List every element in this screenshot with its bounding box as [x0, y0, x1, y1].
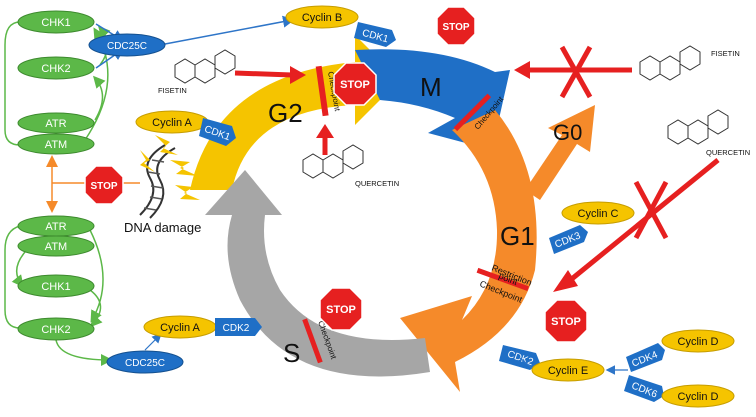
atr-bot-label: ATR: [45, 221, 66, 233]
cdk2-s-label: CDK2: [223, 323, 250, 334]
green-link-chk1-chk2-bot: [89, 289, 103, 328]
cyclin-d1-node: [661, 329, 735, 353]
restriction-checkpoint-bar: [476, 267, 530, 292]
phase-g0-label: G0: [553, 120, 582, 145]
atm-top-label: ATM: [45, 139, 67, 151]
lightning-bolt-icons: [140, 135, 200, 200]
stop-s-label: STOP: [326, 304, 356, 316]
stop-g2-label: STOP: [340, 79, 370, 91]
stop-g1-label: STOP: [551, 316, 581, 328]
cdc25c-bot-label: CDC25C: [125, 358, 165, 369]
quercetin-center-label: QUERCETIN: [355, 179, 399, 188]
cdc25c-bot-node: [106, 350, 184, 374]
cdk6-tag: [624, 375, 664, 402]
fisetin-right-cross-b: [559, 45, 593, 99]
cdk1-top-tag: [354, 22, 396, 47]
fisetin-left-arrow: [234, 70, 293, 78]
stop-sign-g2: [333, 62, 377, 106]
fisetin-right-molecule-icon: [639, 45, 701, 81]
chk1-top-label: CHK1: [41, 17, 70, 29]
blue-link-cdc25c-cyclina: [144, 333, 162, 351]
chk2-bot-node: [17, 317, 95, 341]
phase-s-arc: [205, 170, 430, 377]
atr-top-node: [17, 112, 95, 134]
phase-g0-arrow: [525, 105, 595, 200]
cdc25c-top-label: CDC25C: [107, 41, 147, 52]
fisetin-left-label: FISETIN: [158, 86, 187, 95]
cdk1-g2-tag: [199, 118, 236, 146]
fisetin-left-molecule-icon: [174, 49, 236, 84]
stop-sign-top: [436, 6, 476, 46]
quercetin-right-label: QUERCETIN: [706, 148, 750, 157]
chk2-top-label: CHK2: [41, 63, 70, 75]
fisetin-right-arrowhead: [514, 61, 530, 79]
green-bracket-bottom: [4, 225, 21, 329]
g2-checkpoint-bar: [315, 65, 329, 117]
stop-sign-left: [84, 165, 124, 205]
phase-g1-arc: [400, 110, 537, 392]
blue-link-cdc25c-cyclinb: [164, 15, 295, 45]
cyclin-e-label: Cyclin E: [548, 365, 588, 377]
cyclin-c-node: [561, 201, 635, 225]
m-checkpoint-bar: [453, 93, 492, 132]
cyclin-b-label: Cyclin B: [302, 12, 342, 24]
cyclin-a-s-label: Cyclin A: [160, 322, 200, 334]
blue-link-cycline-cdk2: [519, 357, 533, 369]
cdk2-s-tag: [215, 318, 262, 336]
quercetin-center-molecule-icon: [302, 144, 364, 179]
quercetin-right-molecule-icon: [667, 109, 729, 145]
chk1-top-node: [17, 10, 95, 34]
quercetin-right-cross-b: [633, 180, 669, 240]
fisetin-right-label: FISETIN: [711, 49, 740, 58]
cdc25c-top-node: [88, 33, 166, 57]
dna-helix-icon: [139, 144, 176, 219]
cyclin-b-node: [285, 5, 359, 29]
atr-top-label: ATR: [45, 118, 66, 130]
stop-sign-g1: [544, 299, 588, 343]
cyclin-d2-label: Cyclin D: [678, 391, 719, 403]
phase-s-label: S: [283, 338, 300, 368]
phase-g2-label: G2: [268, 98, 303, 128]
stop-sign-s: [319, 287, 363, 331]
green-link-atr-chk2-bot: [89, 229, 104, 323]
quercetin-center-arrowhead: [316, 124, 334, 138]
stop-left-label: STOP: [90, 181, 117, 192]
cyclin-d2-node: [661, 384, 735, 408]
fisetin-left-arrowhead: [290, 66, 306, 84]
phase-g1-label: G1: [500, 221, 535, 251]
chk1-bot-node: [17, 274, 95, 298]
cyclin-c-label: Cyclin C: [578, 208, 619, 220]
chk2-bot-label: CHK2: [41, 324, 70, 336]
phase-m-label: M: [420, 72, 442, 102]
s-checkpoint-bar: [302, 318, 323, 364]
quercetin-right-arrowhead: [553, 270, 578, 292]
cdk2-e-tag: [499, 345, 540, 370]
green-bracket-top: [4, 21, 21, 146]
atm-bot-label: ATM: [45, 241, 67, 253]
cdk3-tag: [549, 225, 588, 254]
cyclin-e-node: [531, 358, 605, 382]
cdk4-tag: [626, 343, 665, 372]
green-link-atr-chk2: [93, 75, 106, 121]
atm-bot-node: [17, 235, 95, 257]
chk2-top-node: [17, 56, 95, 80]
cyclin-d1-label: Cyclin D: [678, 336, 719, 348]
atm-top-node: [17, 133, 95, 155]
chk1-bot-label: CHK1: [41, 281, 70, 293]
cyclin-a-g2-label: Cyclin A: [152, 117, 192, 129]
stop-top-label: STOP: [442, 22, 469, 33]
dna-damage-label: DNA damage: [124, 220, 201, 235]
green-link-chk2-cdc25c-bot: [55, 339, 113, 366]
